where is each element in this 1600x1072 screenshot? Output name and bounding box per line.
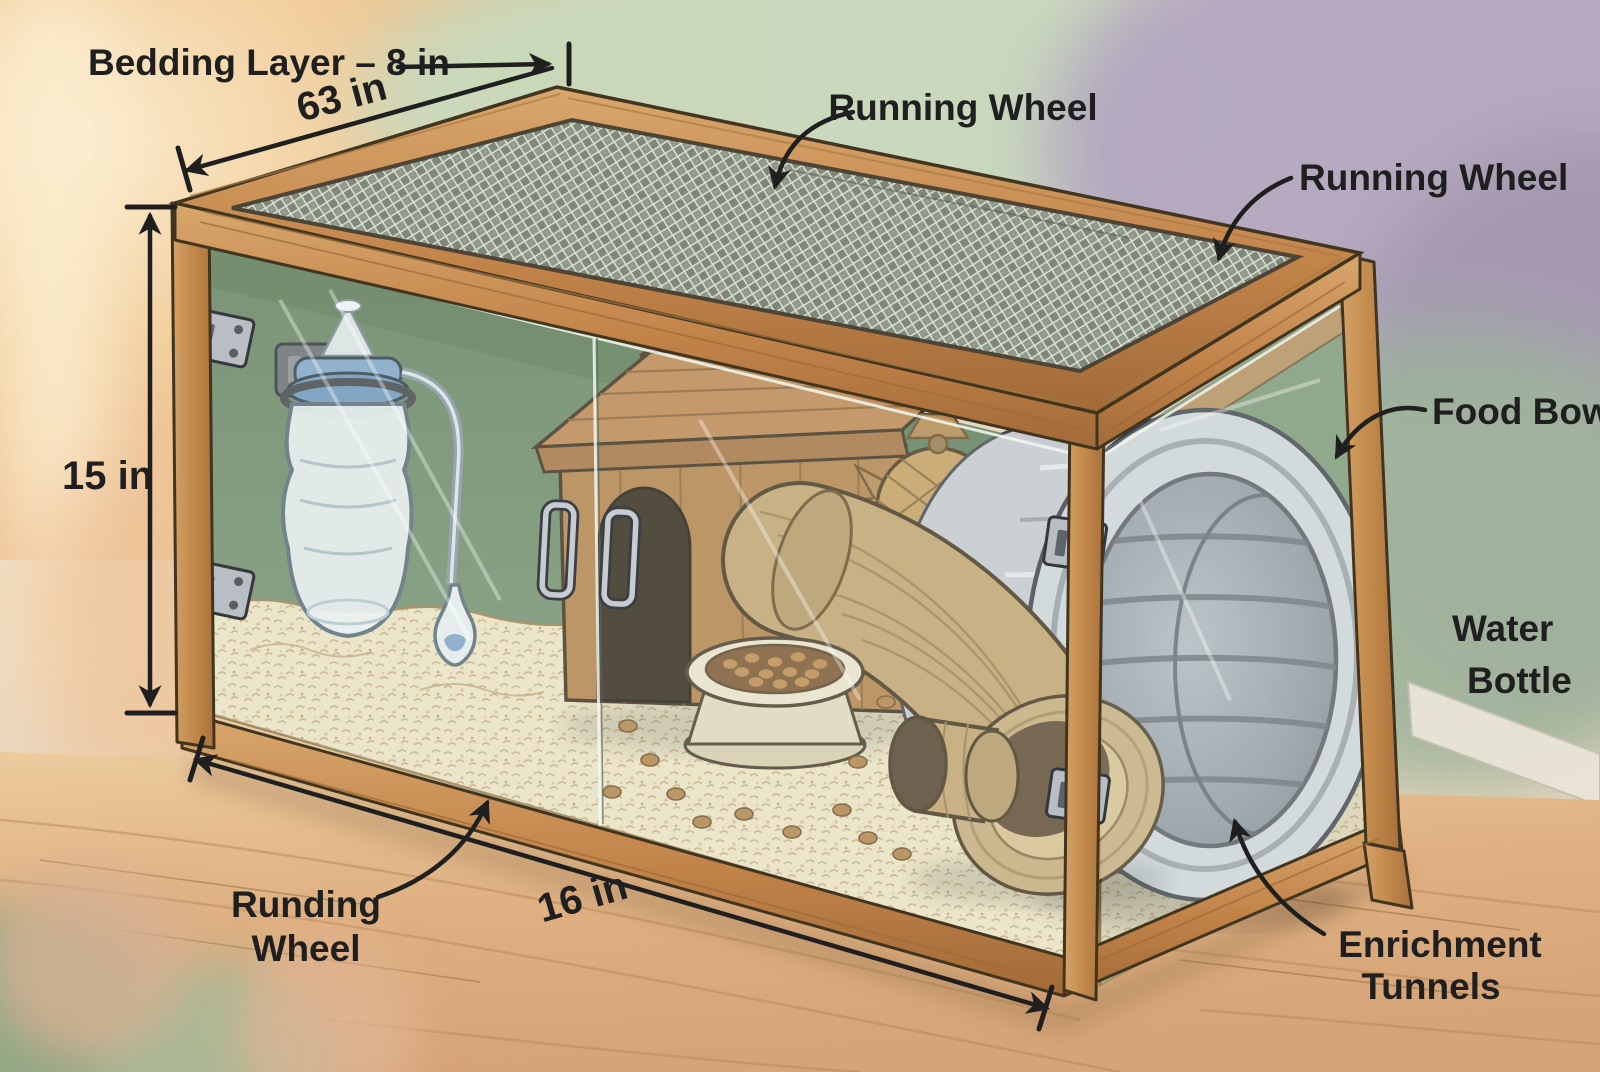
glass-panel-right-end <box>1100 300 1368 985</box>
arrow-bedding-layer <box>395 52 553 76</box>
tunnel-far-end <box>771 489 853 631</box>
tick-16-right <box>1036 984 1055 1032</box>
bottle-nipple <box>319 303 377 358</box>
arrow-running-wheel-top <box>768 109 856 191</box>
arrow-food-bowl <box>1334 405 1428 460</box>
frame-front-right-post <box>1062 408 1106 1002</box>
door-handles <box>536 499 642 610</box>
toy-knot <box>927 433 949 455</box>
dim-line-16 <box>192 754 1051 1014</box>
lid-mesh <box>231 117 1305 374</box>
label-bedding-layer: Bedding Layer – 8 in <box>88 42 450 83</box>
glass-reflections <box>278 289 1321 701</box>
house-door-arch <box>596 486 692 704</box>
frame-back-right-post <box>1338 252 1402 852</box>
bottle-nipple-tip <box>334 299 362 313</box>
tick-16-left <box>187 735 206 783</box>
label-runding-wheel-line2: Wheel <box>252 928 361 969</box>
label-runding-wheel-line1: Runding <box>231 884 381 925</box>
water-drop <box>444 634 466 652</box>
frame-left-post <box>170 201 216 750</box>
door-handle-left-face <box>539 502 577 598</box>
label-food-bowl: Food Bowl <box>1432 391 1600 432</box>
lid-mesh-seam <box>789 169 1131 239</box>
frame-right-foot <box>1362 841 1414 910</box>
tick-63-left <box>175 145 193 193</box>
bottle-dropper <box>433 583 477 667</box>
label-enrichment-line2: Tunnels <box>1361 966 1500 1007</box>
glass-door-left <box>207 240 600 828</box>
water-bottle <box>274 299 477 667</box>
baseboard <box>1406 680 1600 808</box>
annotation-layer: Bedding Layer – 8 in 63 in Running Wheel… <box>62 41 1600 1032</box>
label-running-wheel-right: Running Wheel <box>1299 157 1568 198</box>
bottle-base-ring <box>306 598 390 626</box>
dim-line-63 <box>183 65 555 177</box>
label-enrichment-line1: Enrichment <box>1338 924 1542 965</box>
glass-panels <box>207 240 1368 985</box>
arrow-running-wheel-right <box>1212 175 1294 263</box>
bottle-body <box>281 402 414 639</box>
label-running-wheel-top: Running Wheel <box>828 87 1097 128</box>
arrow-enrichment-tunnels <box>1229 817 1327 937</box>
label-water-bottle-line1: Water <box>1452 608 1553 649</box>
bowl-kibble <box>721 650 829 691</box>
lid-grain <box>189 93 1343 407</box>
bottle-tube-highlight <box>401 370 461 586</box>
door-handle-right-face <box>601 509 639 607</box>
label-15-in: 15 in <box>62 454 153 498</box>
mesh-lid <box>168 85 1365 415</box>
label-water-bottle-line2: Bottle <box>1467 660 1572 701</box>
bottle-shine <box>299 458 397 556</box>
